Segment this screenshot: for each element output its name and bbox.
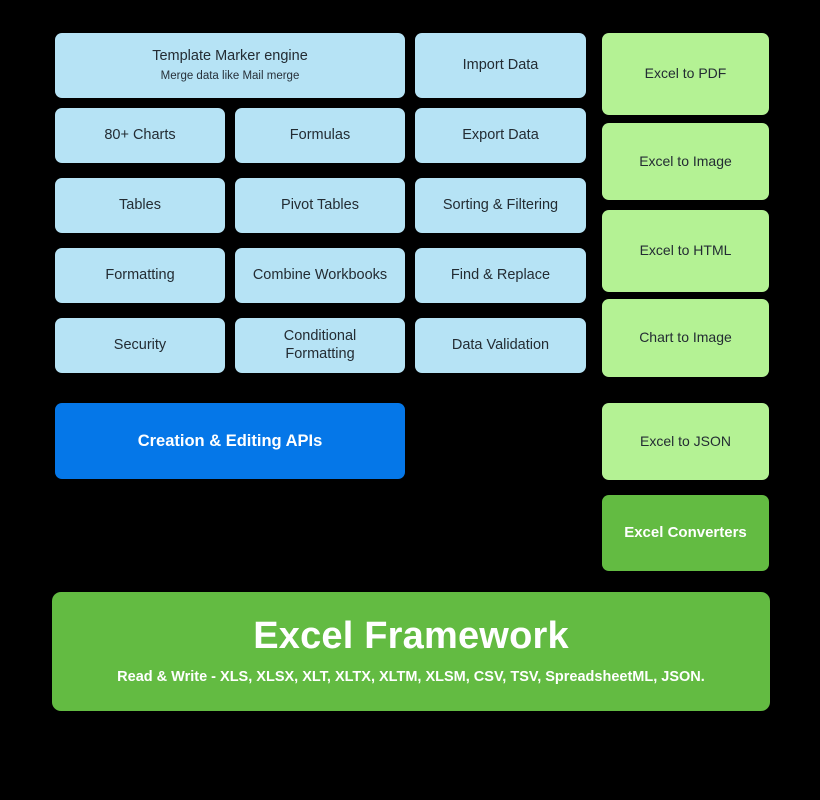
converter-label-excel-to-html: Excel to HTML: [639, 242, 732, 259]
feature-label-pivot-tables: Pivot Tables: [281, 196, 359, 213]
feature-box-template-marker[interactable]: Template Marker engine Merge data like M…: [55, 33, 405, 98]
excel-framework-title: Excel Framework: [253, 615, 569, 658]
converter-label-excel-to-image: Excel to Image: [639, 152, 732, 169]
converters-group-header-label: Excel Converters: [624, 523, 747, 541]
feature-label-export-data: Export Data: [462, 126, 539, 143]
feature-box-import-data[interactable]: Import Data: [415, 33, 586, 98]
feature-box-conditional-formatting[interactable]: Conditional Formatting: [235, 318, 405, 373]
excel-framework-bar[interactable]: Excel Framework Read & Write - XLS, XLSX…: [52, 592, 770, 711]
feature-box-formatting[interactable]: Formatting: [55, 248, 225, 303]
converter-box-excel-to-pdf[interactable]: Excel to PDF: [602, 33, 769, 115]
feature-label-tables: Tables: [119, 196, 161, 213]
feature-label-find-replace: Find & Replace: [450, 266, 551, 283]
converter-box-excel-to-json[interactable]: Excel to JSON: [602, 403, 769, 480]
creation-editing-apis-bar[interactable]: Creation & Editing APIs: [55, 403, 405, 479]
feature-box-export-data[interactable]: Export Data: [415, 108, 586, 163]
creation-editing-apis-label: Creation & Editing APIs: [137, 431, 323, 450]
feature-label-80-charts: 80+ Charts: [104, 126, 176, 143]
feature-box-data-validation[interactable]: Data Validation: [415, 318, 586, 373]
feature-box-formulas[interactable]: Formulas: [235, 108, 405, 163]
feature-label-combine-workbooks: Combine Workbooks: [252, 266, 388, 283]
feature-label-security: Security: [113, 336, 167, 353]
converter-box-excel-to-image[interactable]: Excel to Image: [602, 123, 769, 200]
excel-framework-subtitle: Read & Write - XLS, XLSX, XLT, XLTX, XLT…: [117, 669, 705, 686]
feature-box-tables[interactable]: Tables: [55, 178, 225, 233]
feature-label-formulas: Formulas: [289, 126, 351, 143]
converter-box-chart-to-image[interactable]: Chart to Image: [602, 299, 769, 377]
feature-label-import-data: Import Data: [462, 56, 539, 73]
feature-box-combine-workbooks[interactable]: Combine Workbooks: [235, 248, 405, 303]
feature-label-data-validation: Data Validation: [451, 336, 550, 353]
feature-box-pivot-tables[interactable]: Pivot Tables: [235, 178, 405, 233]
feature-box-find-replace[interactable]: Find & Replace: [415, 248, 586, 303]
feature-label-sorting-filtering: Sorting & Filtering: [442, 196, 559, 213]
feature-box-80-charts[interactable]: 80+ Charts: [55, 108, 225, 163]
converter-label-excel-to-pdf: Excel to PDF: [644, 65, 727, 82]
converter-box-excel-to-html[interactable]: Excel to HTML: [602, 210, 769, 292]
feature-box-sorting-filtering[interactable]: Sorting & Filtering: [415, 178, 586, 233]
converter-label-chart-to-image: Chart to Image: [639, 329, 732, 346]
converter-label-excel-to-json: Excel to JSON: [639, 432, 732, 449]
feature-label-conditional-formatting: Conditional Formatting: [283, 327, 357, 362]
feature-box-security[interactable]: Security: [55, 318, 225, 373]
feature-label-formatting: Formatting: [105, 266, 175, 283]
converters-group-header[interactable]: Excel Converters: [602, 495, 769, 571]
feature-label-template-marker: Template Marker engine: [152, 47, 308, 64]
feature-sublabel-template-marker: Merge data like Mail merge: [160, 70, 300, 83]
